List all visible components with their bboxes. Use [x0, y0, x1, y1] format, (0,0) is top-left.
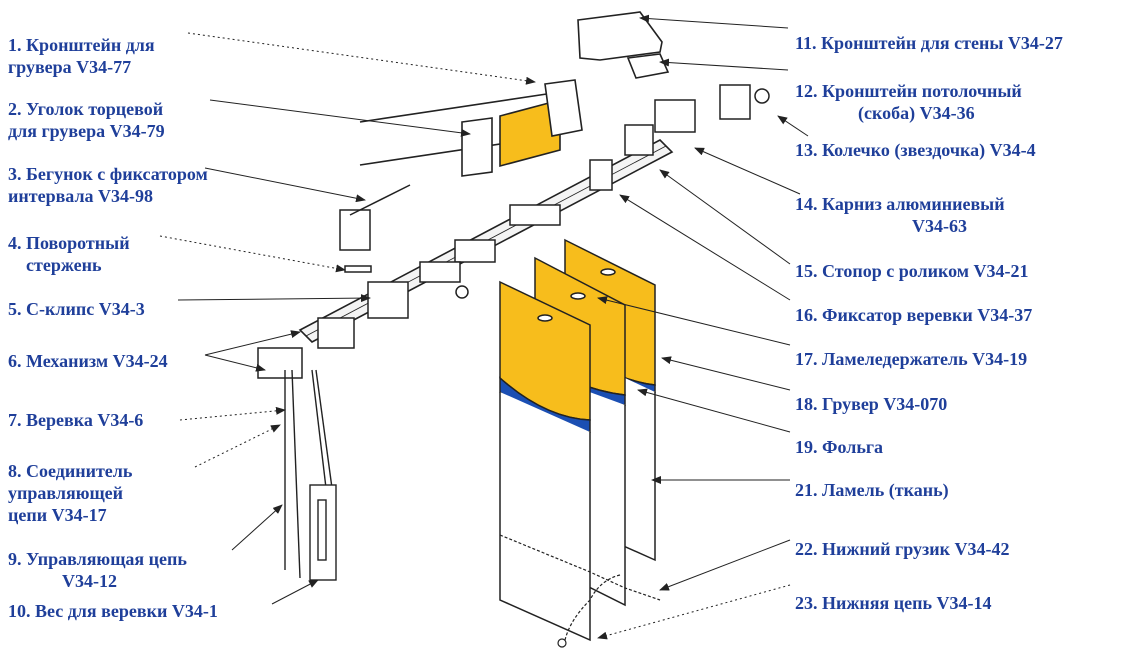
label-15: 15. Стопор с роликом V34-21 [795, 261, 1029, 281]
label-14: 14. Карниз алюминиевый V34-63 [795, 194, 1005, 236]
slat-1 [499, 280, 591, 642]
label-6: 6. Механизм V34-24 [8, 351, 168, 371]
label-7: 7. Веревка V34-6 [8, 410, 144, 430]
cord-and-chain [284, 369, 337, 581]
label-23: 23. Нижняя цепь V34-14 [795, 593, 992, 613]
label-22: 22. Нижний грузик V34-42 [795, 539, 1010, 559]
label-9: 9. Управляющая цепь V34-12 [8, 549, 187, 591]
label-2: 2. Уголок торцевой для грувера V34-79 [8, 99, 165, 141]
label-10: 10. Вес для веревки V34-1 [8, 601, 218, 621]
label-11: 11. Кронштейн для стены V34-27 [795, 33, 1063, 53]
label-17: 17. Ламеледержатель V34-19 [795, 349, 1028, 369]
label-12: 12. Кронштейн потолочный (скоба) V34-36 [795, 81, 1022, 123]
wall-bracket [577, 11, 670, 79]
label-3: 3. Бегунок с фиксатором интервала V34-98 [8, 164, 208, 206]
label-5: 5. С-клипс V34-3 [8, 299, 145, 319]
label-4: 4. Поворотный стержень [8, 233, 130, 275]
label-19: 19. Фольга [795, 437, 884, 457]
label-16: 16. Фиксатор веревки V34-37 [795, 305, 1033, 325]
groover-assembly [359, 79, 583, 177]
leader-lines [159, 14, 809, 640]
label-21: 21. Ламель (ткань) [795, 480, 949, 500]
label-13: 13. Колечко (звездочка) V34-4 [795, 140, 1036, 160]
label-8: 8. Соединитель управляющей цепи V34-17 [8, 461, 133, 525]
bottom-chain [499, 534, 661, 648]
label-18: 18. Грувер V34-070 [795, 394, 948, 414]
rail-parts [257, 84, 770, 379]
label-1: 1. Кронштейн для грувера V34-77 [8, 35, 155, 77]
